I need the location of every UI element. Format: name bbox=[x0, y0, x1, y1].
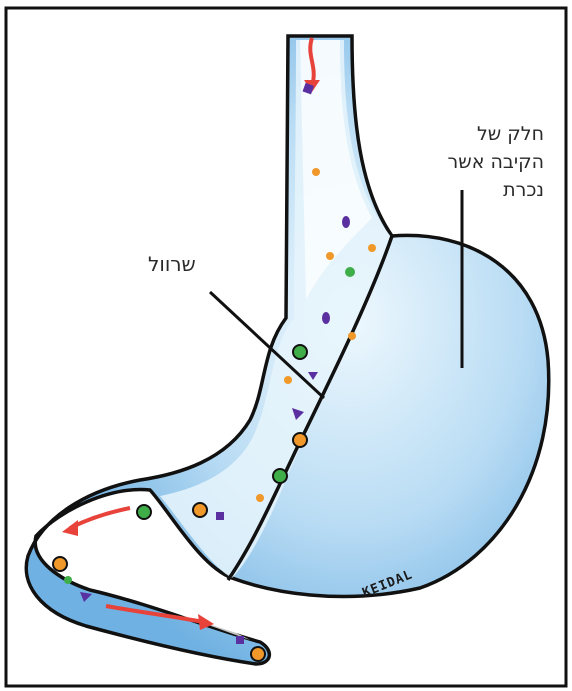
removed-part-label-line: נכרת bbox=[448, 176, 544, 204]
removed-part-label-line: הקיבה אשר bbox=[448, 148, 544, 176]
sleeve-label: שרוול bbox=[148, 250, 196, 278]
removed-part-label: חלק של הקיבה אשר נכרת bbox=[448, 120, 544, 204]
removed-part-label-line: חלק של bbox=[448, 120, 544, 148]
